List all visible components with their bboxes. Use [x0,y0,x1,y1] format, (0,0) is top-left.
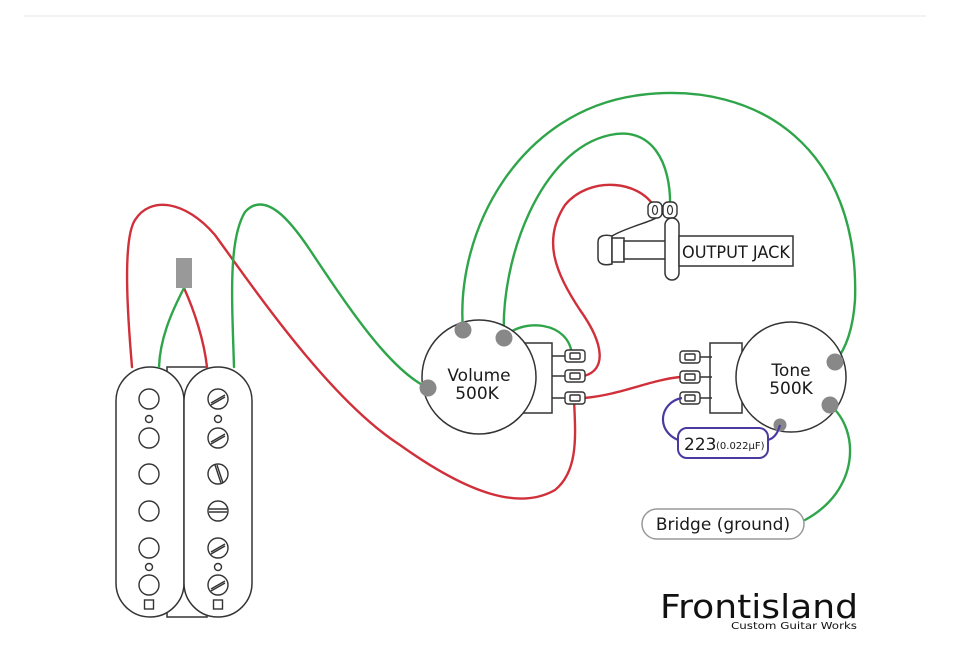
jack-lug-hole [651,204,659,216]
volume-lug-hole [569,394,581,402]
tone-pot: Tone 500K [679,321,847,433]
tone-lug-hole [684,394,696,402]
green-wires [157,91,857,522]
screw-slot [210,435,226,445]
solder-point [826,353,844,371]
pole-dot [144,414,154,424]
solder-point [495,329,513,347]
bridge-ground: Bridge (ground) [641,508,805,540]
pickup-hot-wire [125,203,577,500]
pole-dot [213,562,223,572]
screw-slot [214,464,222,484]
pole-piece [138,463,160,485]
capacitor-value: (0.022μF) [716,441,765,452]
screw-pole-pieces [207,388,229,610]
pole-dot [144,562,154,572]
bridge-ground-pill [641,508,805,540]
screw-slot [210,396,226,406]
volume-label: Volume [447,366,510,386]
jack-tip [597,234,613,266]
solder-point [419,379,437,397]
volume-pot: Volume 500K [419,319,586,435]
jack-sleeve [623,240,667,260]
pole-square [212,599,224,610]
screw-slot [210,543,226,553]
tone-label: Tone [770,361,810,381]
brand-logo: Frontisland Custom Guitar Works [660,587,858,632]
capacitor-lead [767,424,782,442]
bridge-ground-label: Bridge (ground) [656,515,790,535]
jack-frame [664,217,680,281]
humbucker-pickup [115,366,253,618]
screw-slot [210,545,226,555]
capacitor-code: 223 [684,435,716,455]
volume-pot-body [421,319,537,435]
pole-piece [138,388,160,410]
volume-value: 500K [455,384,499,404]
tone-ground-loop-wire [461,91,857,364]
pole-piece [138,537,160,559]
pole-square [143,599,155,610]
output-jack-label: OUTPUT JACK [682,243,791,263]
red-wires [125,183,682,500]
capacitor-lead [661,396,683,442]
slug-pole-pieces [138,388,160,610]
screw-slot [210,580,226,590]
wire-sleeve [176,258,192,288]
volume-to-tone-wire [582,375,682,400]
brand-name: Frontisland [660,587,858,626]
solder-point [454,321,472,339]
pole-piece [138,500,160,522]
jack-hot-wire [551,183,658,378]
tone-lug-hole [684,373,696,381]
solder-point [821,396,839,414]
output-jack-label-box [678,235,794,267]
tone-pot-body [735,321,847,433]
tone-capacitor: 223 (0.022μF) [661,396,782,459]
pickup-series-wire-red [182,286,209,369]
volume-lug-hole [569,352,581,360]
capacitor-body [677,427,769,459]
screw-slot [210,582,226,592]
screw-slot [210,394,226,404]
pole-dot [213,414,223,424]
jack-ring [611,237,625,263]
tone-lug-hole [684,353,696,361]
output-jack: OUTPUT JACK [597,201,794,281]
pickup-ground-wire [230,203,430,390]
pickup-coil-screw [183,366,253,618]
brand-tagline: Custom Guitar Works [731,621,857,632]
pole-piece [138,574,160,596]
jack-ground-wire [502,132,672,340]
screw-slot [216,464,224,484]
pickup-series-wire-green [157,286,186,369]
bridge-ground-wire [803,403,852,522]
pole-piece [138,427,160,449]
jack-lug-hole [666,204,674,216]
jack-tip-spring [611,217,657,237]
screw-slot [210,433,226,443]
tone-value: 500K [769,379,813,399]
volume-lug-hole [569,372,581,380]
screw-pole [207,500,229,522]
